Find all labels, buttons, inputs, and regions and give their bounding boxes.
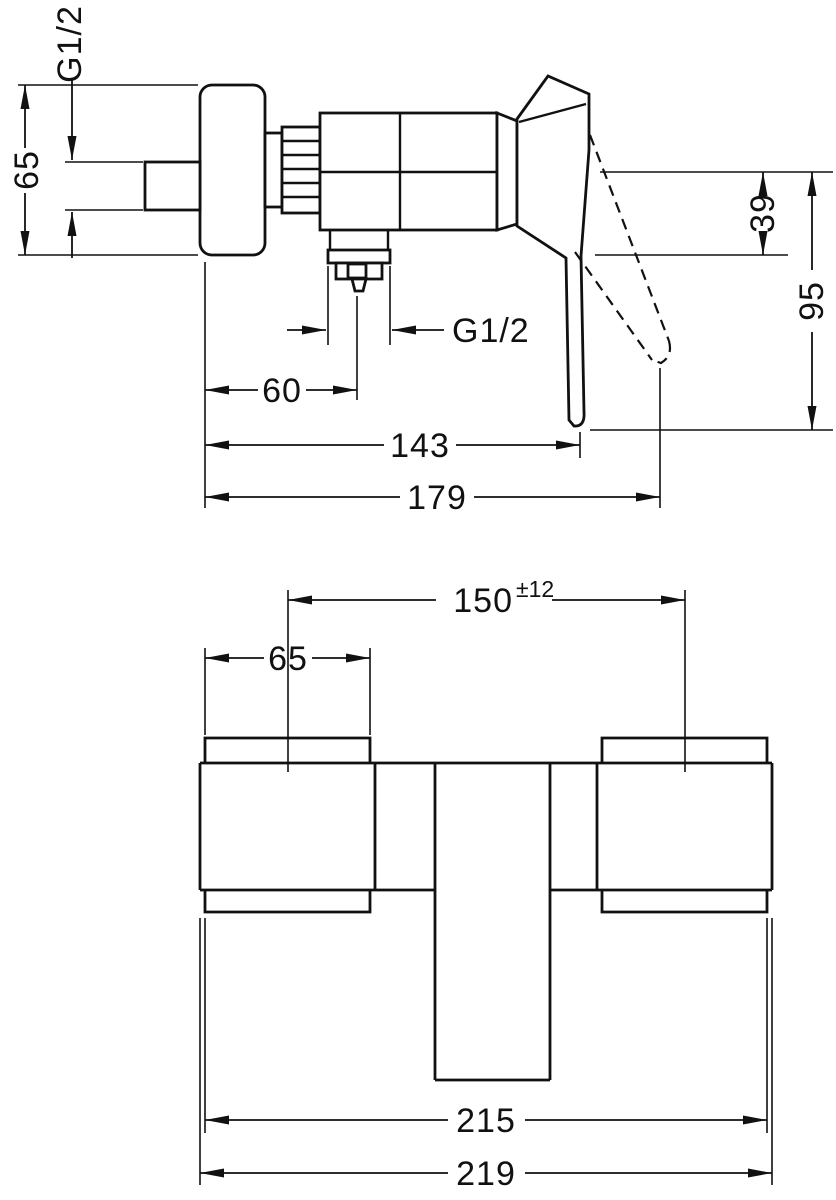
lever-handle	[515, 74, 591, 428]
lever-handle-detail-line	[518, 102, 587, 124]
dim-handle-drop-label: 95	[793, 281, 831, 321]
wall-escutcheon	[198, 83, 267, 257]
dim-projection-overall-label: 179	[407, 479, 467, 517]
dim-projection-to-handle: 143	[205, 427, 580, 465]
lever-handle-outline	[515, 74, 591, 428]
handle-front	[433, 763, 552, 1082]
union-nut-ring	[263, 131, 284, 209]
dim-inlet-thread-label: G1/2	[51, 5, 89, 83]
dim-projection-to-handle-label: 143	[390, 427, 450, 465]
inlet-spigot	[143, 160, 202, 212]
dim-handle-drop: 95	[793, 172, 831, 430]
dim-width-overall: 219	[200, 1155, 772, 1193]
dim-escutcheon-height: 65	[8, 85, 46, 255]
dim-inlet-thread: G1/2	[51, 5, 89, 258]
dim-projection-overall: 179	[205, 479, 660, 517]
dim-width-across-caps: 215	[205, 1102, 767, 1140]
dim-width-overall-label: 219	[456, 1155, 516, 1193]
outlet-port	[326, 230, 392, 293]
body-bar-front	[200, 761, 772, 892]
valve-body-seams	[320, 113, 497, 230]
union-nut	[263, 125, 322, 215]
outlet-neck	[328, 230, 390, 250]
dim-connection-distance-label: 150	[453, 582, 513, 620]
dim-escutcheon-width-label: 65	[268, 640, 308, 678]
dim-outlet-offset: 60	[205, 372, 357, 410]
outlet-nipple	[350, 277, 368, 293]
dim-outlet-thread-label: G1/2	[452, 312, 530, 350]
dim-outlet-drop-label: 39	[744, 193, 782, 233]
outlet-flange	[326, 248, 392, 265]
dim-escutcheon-height-label: 65	[8, 150, 46, 190]
dim-outlet-drop: 39	[744, 172, 782, 255]
front-view	[198, 736, 774, 1082]
dimension-annotations: G1/2 65 39 95 G1/2 6	[8, 5, 833, 1193]
extension-lines-front-view	[199, 590, 773, 1185]
side-view	[143, 74, 672, 428]
dim-connection-tolerance-label: ±12	[516, 576, 554, 602]
dim-outlet-thread: G1/2	[287, 312, 530, 350]
dim-outlet-offset-label: 60	[262, 372, 302, 410]
dim-width-across-caps-label: 215	[456, 1102, 516, 1140]
check-valve	[346, 262, 368, 280]
union-nut-facets	[282, 139, 320, 199]
cartridge-cap	[495, 110, 519, 232]
dim-escutcheon-width: 65	[205, 640, 370, 678]
dim-connection-distance: 150 ±12	[288, 576, 685, 620]
lever-handle-alt-position	[574, 134, 672, 365]
